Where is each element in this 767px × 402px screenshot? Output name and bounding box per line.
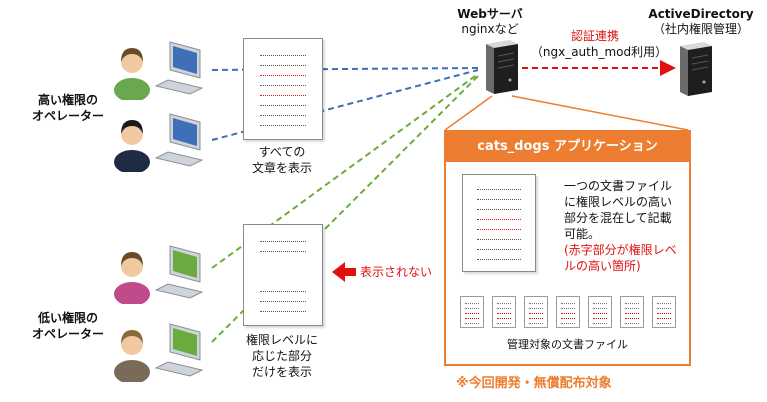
all-documents-label: すべての文章を表示 <box>251 145 312 175</box>
high-operator-man <box>112 112 212 172</box>
active-directory-subtitle: （社内権限管理） <box>652 22 749 36</box>
managed-document-icon <box>460 296 484 328</box>
high-operator-woman <box>112 40 212 100</box>
monitor-icon <box>154 41 204 95</box>
callout-line-right <box>511 95 689 131</box>
partial-document-doc <box>243 224 323 326</box>
app-panel-title: cats_dogs アプリケーション <box>446 132 689 162</box>
low-operator-man <box>112 322 212 382</box>
managed-documents-row <box>460 296 680 330</box>
managed-document-icon <box>556 296 580 328</box>
app-note: (赤字部分が権限レベ ルの高い箇所) <box>564 243 677 273</box>
high-operator-label: 高い権限のオペレーター <box>31 93 104 123</box>
managed-document-icon <box>492 296 516 328</box>
monitor-icon <box>154 245 204 299</box>
managed-document-icon <box>620 296 644 328</box>
active-directory-title: ActiveDirectory <box>648 7 754 21</box>
app-panel: cats_dogs アプリケーション 一つの文書ファイル に権限レベルの高い 部… <box>444 130 691 366</box>
managed-document-icon <box>652 296 676 328</box>
all-documents-doc <box>243 38 323 140</box>
low-operator-woman <box>112 244 212 304</box>
web-server-subtitle: nginxなど <box>461 22 519 36</box>
footer-note: ※今回開発・無償配布対象 <box>456 376 612 391</box>
hidden-label: 表示されない <box>360 265 433 279</box>
person-icon <box>114 120 150 172</box>
auth-label: 認証連携 <box>570 29 619 43</box>
person-icon <box>114 48 150 100</box>
app-description: 一つの文書ファイル に権限レベルの高い 部分を混在して記載 可能。 (赤字部分が… <box>564 178 686 274</box>
red-arrow-icon <box>332 262 356 282</box>
auth-detail: （ngx_auth_mod利用） <box>530 45 668 59</box>
managed-documents-label: 管理対象の文書ファイル <box>507 338 628 351</box>
low-operator-label: 低い権限のオペレーター <box>31 311 104 341</box>
person-icon <box>114 252 150 304</box>
web-server-icon <box>480 40 520 96</box>
managed-document-icon <box>524 296 548 328</box>
mixed-document-doc <box>462 174 536 272</box>
managed-document-icon <box>588 296 612 328</box>
monitor-icon <box>154 323 204 377</box>
web-server-title: Webサーバ <box>457 7 523 21</box>
callout-line-left <box>444 95 493 131</box>
active-directory-server-icon <box>674 42 714 98</box>
partial-document-label: 権限レベルに応じた部分だけを表示 <box>245 333 318 379</box>
monitor-icon <box>154 113 204 167</box>
person-icon <box>114 330 150 382</box>
